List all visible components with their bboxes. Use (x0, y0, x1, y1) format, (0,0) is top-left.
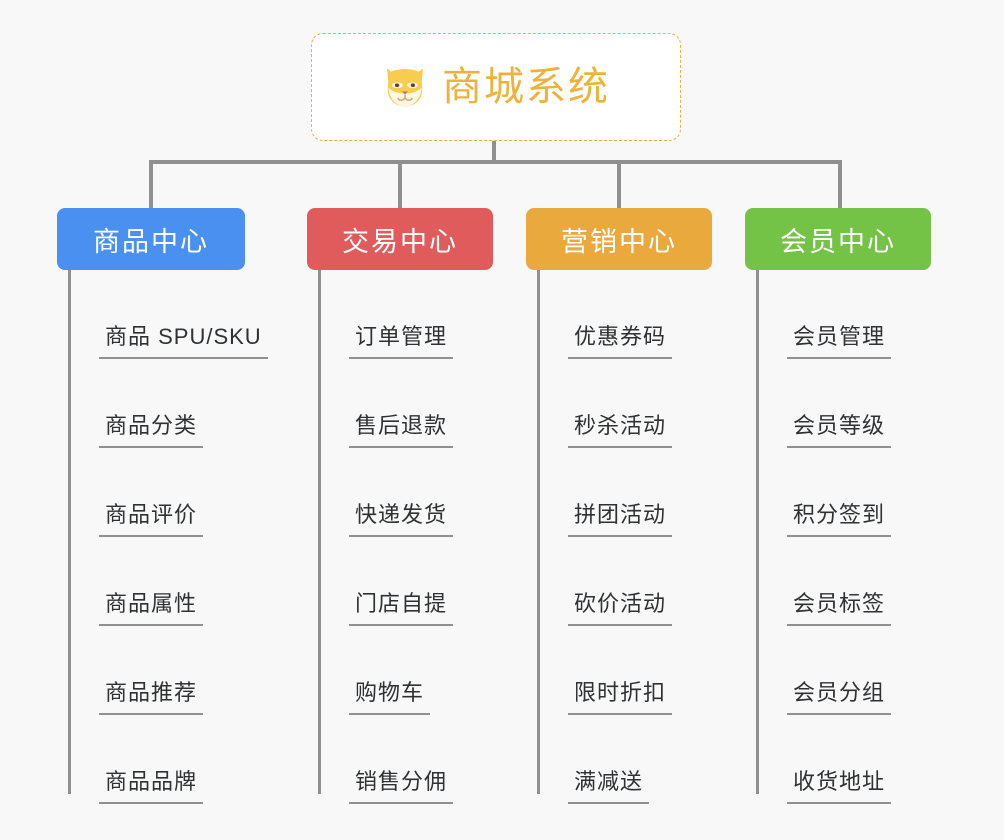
leaf-item-label: 秒杀活动 (568, 415, 673, 448)
branch-column: 商品中心商品 SPU/SKU 商品分类商品评价商品属性商品推荐商品品牌 (57, 208, 268, 804)
leaf-item-label: 砍价活动 (568, 593, 673, 626)
leaf-item-label: 销售分佣 (349, 771, 454, 804)
connector-drop-2 (398, 160, 402, 208)
connector-stem (492, 141, 496, 163)
leaf-item[interactable]: 商品 SPU/SKU (57, 270, 268, 359)
leaf-item[interactable]: 快递发货 (307, 448, 493, 537)
branch-header-label: 交易中心 (342, 226, 458, 257)
root-node[interactable]: 商城系统 (311, 33, 681, 141)
leaf-item[interactable]: 商品分类 (57, 359, 245, 448)
branch-header[interactable]: 营销中心 (526, 208, 712, 270)
leaf-item[interactable]: 砍价活动 (526, 537, 712, 626)
leaf-item-label: 快递发货 (349, 504, 454, 537)
leaf-list: 订单管理售后退款快递发货门店自提购物车销售分佣 (307, 270, 493, 804)
branch-column: 营销中心优惠券码秒杀活动拼团活动砍价活动限时折扣满减送 (526, 208, 712, 804)
leaf-item-label: 会员等级 (787, 415, 892, 448)
connector-drop-4 (838, 160, 842, 208)
leaf-item[interactable]: 商品品牌 (57, 715, 245, 804)
leaf-item-label: 门店自提 (349, 593, 454, 626)
leaf-list: 优惠券码秒杀活动拼团活动砍价活动限时折扣满减送 (526, 270, 712, 804)
branch-header[interactable]: 商品中心 (57, 208, 245, 270)
leaf-item[interactable]: 优惠券码 (526, 270, 712, 359)
leaf-list: 商品 SPU/SKU 商品分类商品评价商品属性商品推荐商品品牌 (57, 270, 268, 804)
leaf-item[interactable]: 会员分组 (745, 626, 931, 715)
leaf-item-label: 积分签到 (787, 504, 892, 537)
leaf-item-label: 商品 SPU/SKU (99, 326, 268, 359)
branch-header-label: 会员中心 (780, 226, 896, 257)
connector-drop-3 (617, 160, 621, 208)
leaf-spine (318, 270, 321, 794)
leaf-item-label: 限时折扣 (568, 682, 673, 715)
leaf-item[interactable]: 购物车 (307, 626, 493, 715)
leaf-item[interactable]: 会员管理 (745, 270, 931, 359)
leaf-item[interactable]: 积分签到 (745, 448, 931, 537)
leaf-item-label: 商品属性 (99, 593, 204, 626)
leaf-item-label: 会员管理 (787, 326, 892, 359)
leaf-item-label: 订单管理 (349, 326, 454, 359)
leaf-item[interactable]: 限时折扣 (526, 626, 712, 715)
leaf-item[interactable]: 秒杀活动 (526, 359, 712, 448)
leaf-item[interactable]: 售后退款 (307, 359, 493, 448)
leaf-item[interactable]: 会员标签 (745, 537, 931, 626)
shiba-dog-face-icon (387, 68, 423, 107)
leaf-item-label: 会员标签 (787, 593, 892, 626)
branch-header-label: 营销中心 (561, 226, 677, 257)
leaf-item-label: 收货地址 (787, 771, 892, 804)
leaf-item[interactable]: 会员等级 (745, 359, 931, 448)
leaf-item-label: 商品分类 (99, 415, 204, 448)
branch-column: 交易中心订单管理售后退款快递发货门店自提购物车销售分佣 (307, 208, 493, 804)
leaf-item[interactable]: 满减送 (526, 715, 712, 804)
leaf-item-label: 售后退款 (349, 415, 454, 448)
leaf-item-label: 商品推荐 (99, 682, 204, 715)
leaf-item[interactable]: 商品评价 (57, 448, 245, 537)
leaf-item-label: 购物车 (349, 682, 431, 715)
branch-header[interactable]: 会员中心 (745, 208, 931, 270)
branch-header-label: 商品中心 (93, 226, 209, 257)
leaf-item[interactable]: 商品推荐 (57, 626, 245, 715)
root-title: 商城系统 (442, 65, 610, 109)
leaf-list: 会员管理会员等级积分签到会员标签会员分组收货地址 (745, 270, 931, 804)
leaf-spine (756, 270, 759, 794)
leaf-item-label: 拼团活动 (568, 504, 673, 537)
connector-horizontal-bar (149, 160, 842, 164)
leaf-item[interactable]: 门店自提 (307, 537, 493, 626)
branch-header[interactable]: 交易中心 (307, 208, 493, 270)
leaf-item-label: 商品评价 (99, 504, 204, 537)
leaf-item[interactable]: 拼团活动 (526, 448, 712, 537)
leaf-spine (68, 270, 71, 794)
leaf-item[interactable]: 订单管理 (307, 270, 493, 359)
connector-drop-1 (149, 160, 153, 208)
leaf-item-label: 商品品牌 (99, 771, 204, 804)
leaf-item[interactable]: 收货地址 (745, 715, 931, 804)
leaf-item[interactable]: 销售分佣 (307, 715, 493, 804)
leaf-item-label: 满减送 (568, 771, 650, 804)
leaf-item[interactable]: 商品属性 (57, 537, 245, 626)
leaf-item-label: 会员分组 (787, 682, 892, 715)
leaf-spine (537, 270, 540, 794)
branch-column: 会员中心会员管理会员等级积分签到会员标签会员分组收货地址 (745, 208, 931, 804)
leaf-item-label: 优惠券码 (568, 326, 673, 359)
